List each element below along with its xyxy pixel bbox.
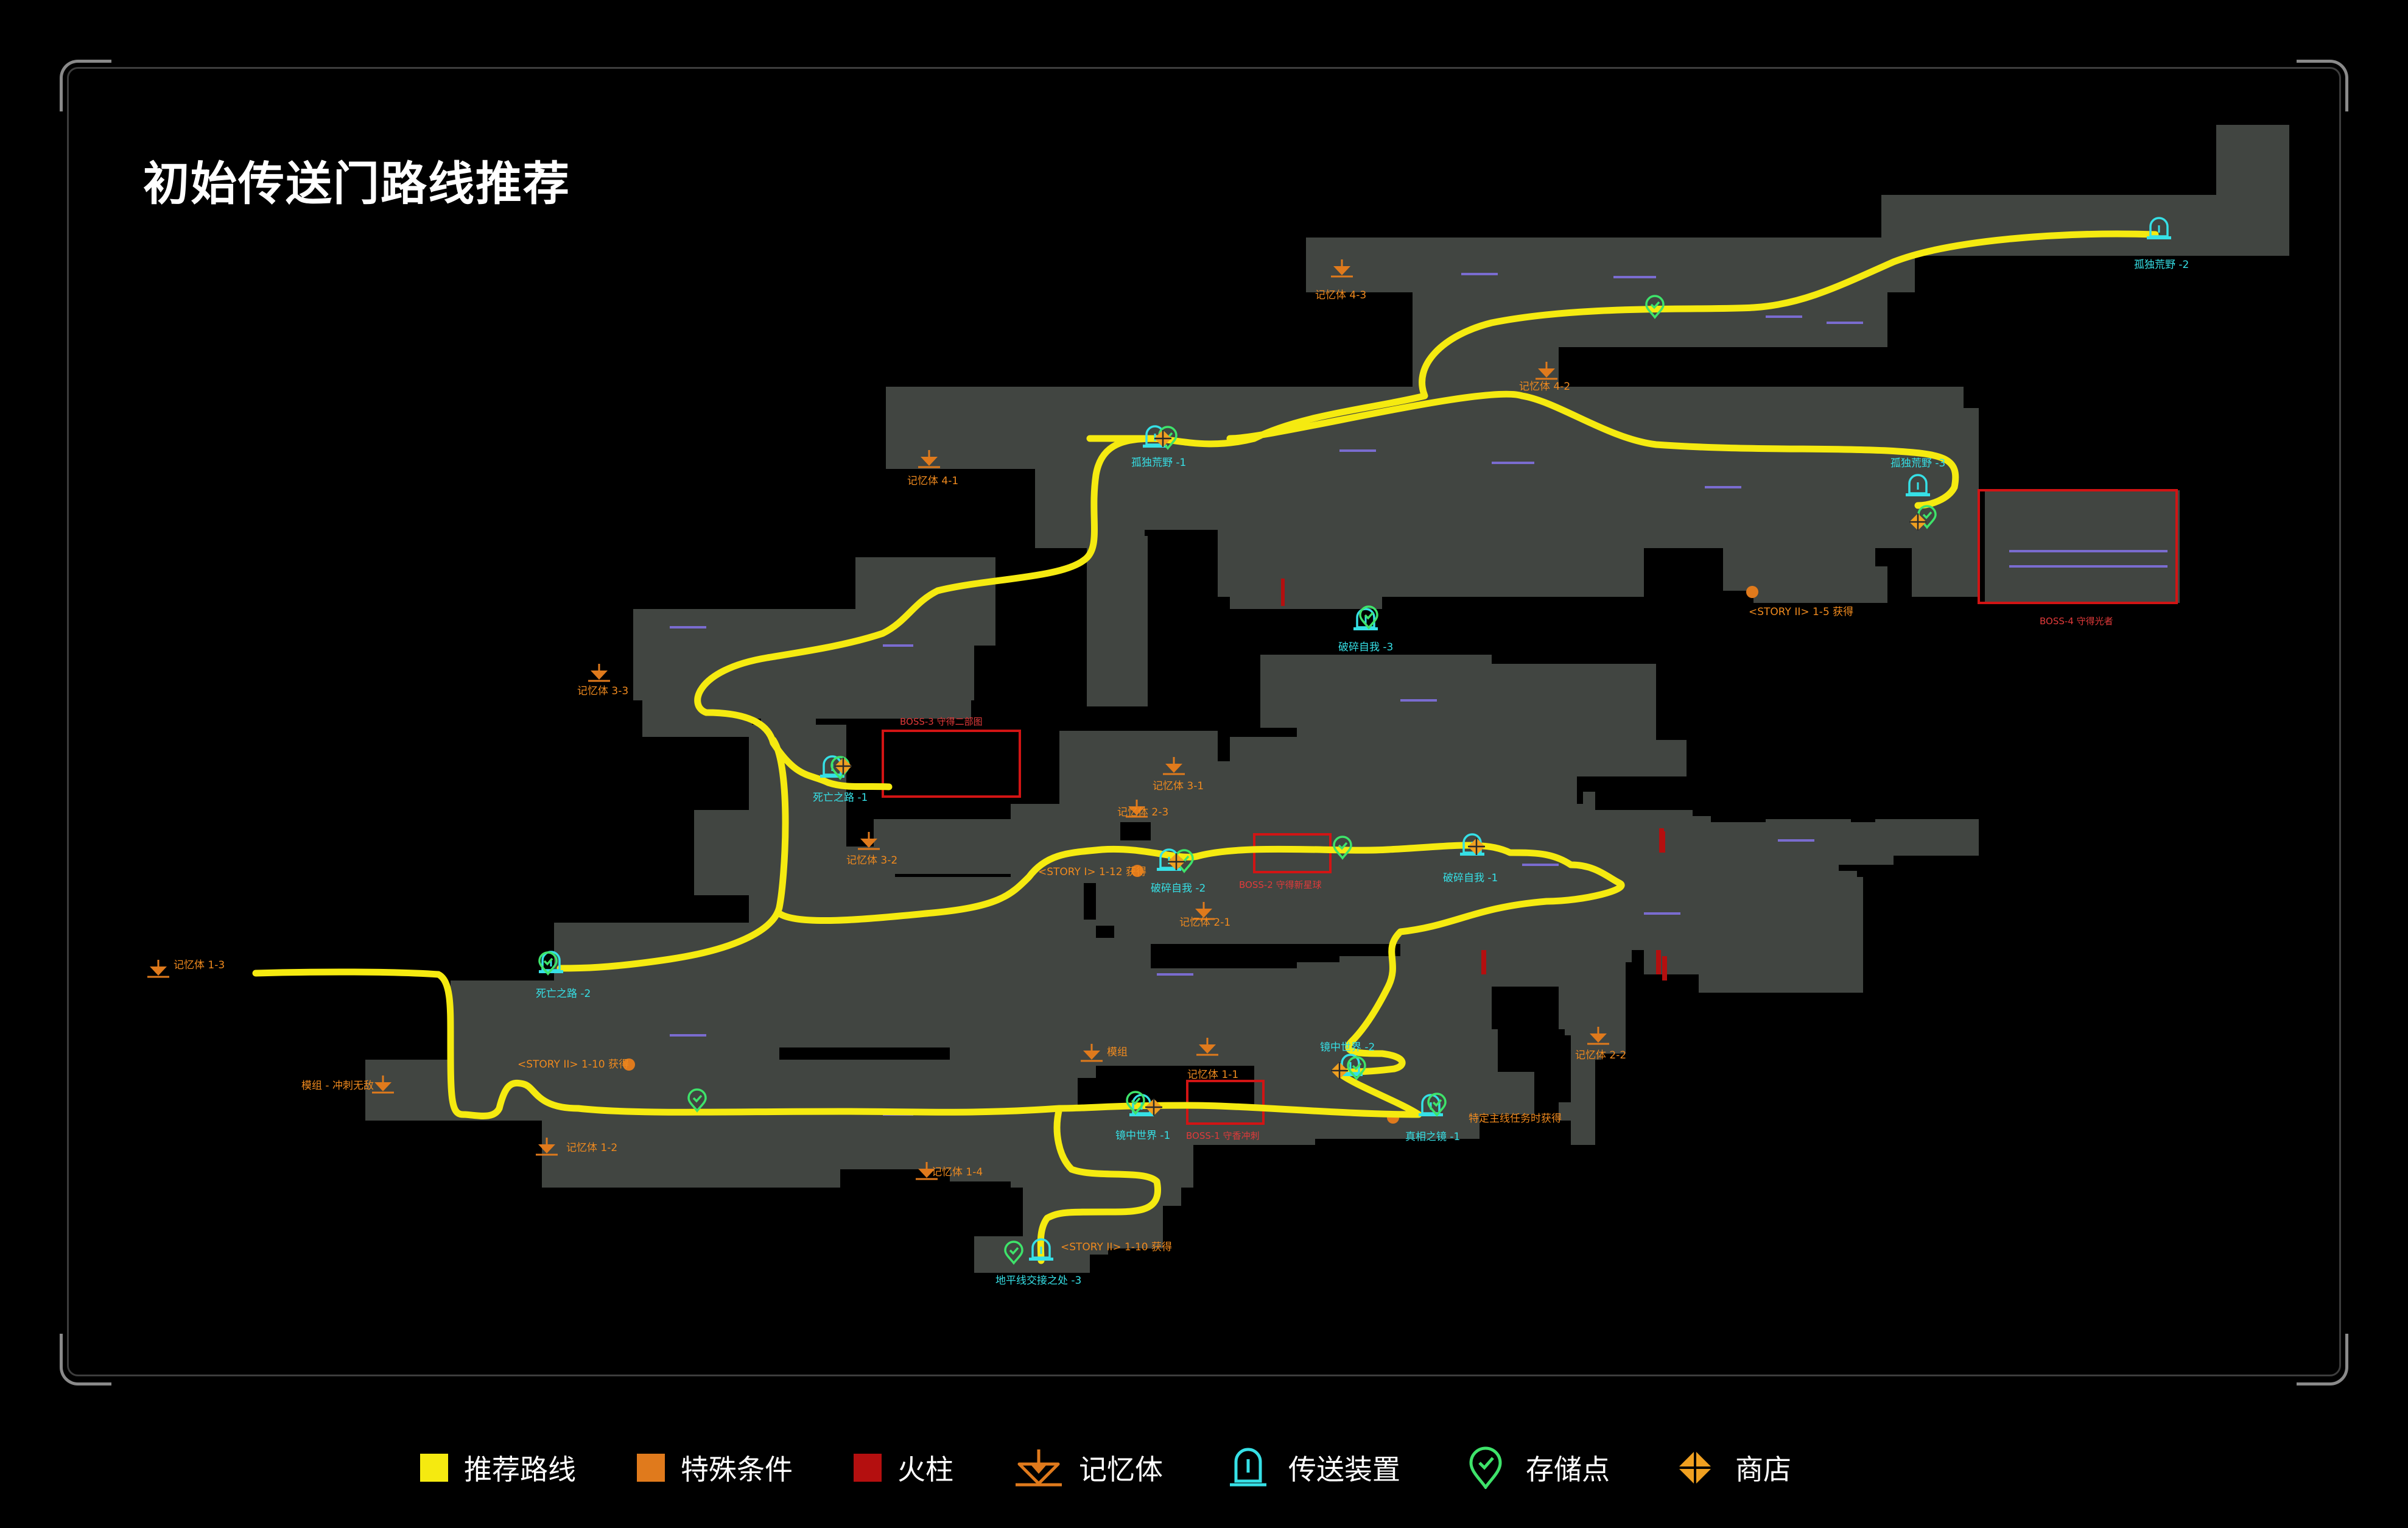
- boss-label: BOSS-1 守香冲刺: [1186, 1130, 1260, 1141]
- map-labels: 孤独荒野 -2 孤独荒野 -1 孤独荒野 -3 破碎自我 -3 死亡之路 -1 …: [174, 259, 2189, 1287]
- boss-4-box: [1978, 489, 2178, 604]
- teleporter-label: 死亡之路 -2: [536, 988, 591, 1000]
- teleporter-icon: [1230, 1448, 1266, 1487]
- page-title: 初始传送门路线推荐: [143, 157, 570, 211]
- memory-label: 记忆体 3-2: [846, 854, 897, 867]
- frame-corner-ornament: [2297, 60, 2348, 111]
- teleporter-label: 破碎自我 -2: [1151, 882, 1206, 895]
- memory-label: 记忆体 4-2: [1519, 381, 1570, 393]
- teleporter-label: 镜中世界 -1: [1115, 1130, 1170, 1142]
- legend-item-teleporter: 传送装置: [1224, 1446, 1400, 1489]
- memory-label: 记忆体 1-4: [932, 1166, 983, 1178]
- boss-3-box: [882, 730, 1021, 798]
- legend-item-route: 推荐路线: [420, 1448, 576, 1488]
- legend-item-memory: 记忆体: [1014, 1446, 1163, 1489]
- legend-label: 特殊条件: [681, 1453, 793, 1486]
- teleporter-label: 孤独荒野 -2: [2134, 259, 2189, 271]
- teleporter-label: 破碎自我 -1: [1443, 872, 1498, 884]
- fire-pillar-swatch: [854, 1454, 882, 1482]
- frame-corner-ornament: [60, 1334, 111, 1385]
- memory-label: 记忆体 2-2: [1575, 1049, 1626, 1062]
- special-condition-label: <STORY II> 1-10 获得: [518, 1058, 629, 1071]
- teleporter-label: 死亡之路 -1: [813, 792, 868, 804]
- legend-item-fire-pillar: 火柱: [854, 1448, 953, 1488]
- teleporter-label: 地平线交接之处 -3: [995, 1275, 1081, 1287]
- memory-label: 记忆体 4-1: [907, 475, 958, 487]
- memory-icon: [146, 959, 170, 978]
- map-rooms-far-east-column: [1574, 932, 1620, 1029]
- memory-label: 记忆体 3-1: [1153, 780, 1204, 792]
- frame-corner-ornament: [60, 60, 111, 111]
- teleporter-label: 镜中世界 -2: [1320, 1041, 1375, 1054]
- route-swatch: [420, 1454, 448, 1482]
- special-condition-label: 特定主线任务时获得: [1469, 1113, 1562, 1125]
- legend-item-special: 特殊条件: [637, 1448, 793, 1488]
- memory-label: 记忆体 1-3: [174, 959, 225, 971]
- legend-item-shop: 商店: [1671, 1446, 1791, 1489]
- memory-label: 记忆体 2-1: [1179, 917, 1230, 929]
- teleporter-label: 真相之镜 -1: [1405, 1131, 1460, 1143]
- boss-2-box: [1253, 833, 1332, 873]
- legend-item-save-point: 存储点: [1461, 1446, 1610, 1489]
- special-condition-label: <STORY I> 1-12 获得: [1038, 866, 1146, 878]
- shop-icon: [1678, 1451, 1712, 1485]
- map-frame: [67, 67, 2341, 1376]
- memory-icon: [1016, 1449, 1062, 1487]
- legend: 推荐路线 特殊条件 火柱 记忆体 传送装置 存储点: [420, 1446, 1852, 1489]
- boss-label: BOSS-4 守得光者: [2040, 616, 2113, 627]
- special-swatch: [637, 1454, 665, 1482]
- legend-label: 存储点: [1526, 1453, 1610, 1486]
- legend-label: 火柱: [897, 1453, 953, 1486]
- memory-label: 记忆体 1-1: [1187, 1069, 1238, 1081]
- legend-label: 推荐路线: [464, 1453, 576, 1486]
- memory-label: 记忆体 2-3: [1117, 806, 1168, 819]
- legend-label: 商店: [1735, 1453, 1791, 1486]
- frame-corner-ornament: [2297, 1334, 2348, 1385]
- teleporter-label: 孤独荒野 -1: [1131, 457, 1186, 469]
- memory-label: 记忆体 4-3: [1315, 289, 1366, 301]
- teleporter-label: 破碎自我 -3: [1338, 641, 1393, 653]
- legend-label: 传送装置: [1288, 1453, 1400, 1486]
- boss-label: BOSS-3 守得二部图: [900, 716, 983, 727]
- recommended-route: [252, 230, 2159, 1264]
- legend-label: 记忆体: [1079, 1453, 1163, 1486]
- fire-pillars: [1281, 579, 1667, 981]
- boss-label: BOSS-2 守得新星球: [1239, 879, 1322, 890]
- memory-icon: [587, 663, 611, 682]
- special-condition-label: <STORY II> 1-10 获得: [1061, 1241, 1172, 1253]
- teleporter-label: 孤独荒野 -3: [1890, 457, 1945, 470]
- module-label: 模组 - 冲刺无敌: [301, 1080, 374, 1092]
- save-point-icon: [1469, 1446, 1502, 1489]
- map-rooms: [365, 125, 2289, 1273]
- special-condition-label: <STORY II> 1-5 获得: [1749, 606, 1853, 618]
- memory-label: 记忆体 3-3: [577, 685, 628, 697]
- module-label: 模组: [1107, 1046, 1128, 1058]
- memory-label: 记忆体 1-2: [566, 1142, 617, 1154]
